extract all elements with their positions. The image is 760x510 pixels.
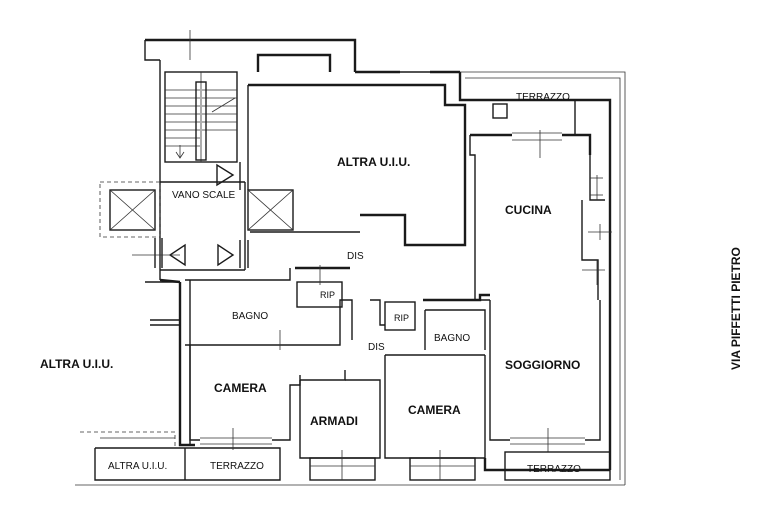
room-label-vano-scale: VANO SCALE: [172, 190, 235, 201]
room-label-armadi: ARMADI: [310, 414, 358, 428]
armadi-area: [299, 370, 381, 481]
room-label-dis-lower: DIS: [368, 342, 385, 353]
bagno-right-area: [370, 293, 490, 356]
elevator-right: [247, 189, 294, 231]
room-label-bagno-left: BAGNO: [232, 311, 268, 322]
room-label-altra-uiu-left: ALTRA U.I.U.: [40, 357, 113, 371]
room-labels: ALTRA U.I.U. ALTRA U.I.U. ALTRA U.I.U. T…: [40, 92, 743, 475]
room-label-camera-left: CAMERA: [214, 381, 267, 395]
room-label-camera-right: CAMERA: [408, 403, 461, 417]
elevator-left: [109, 189, 156, 231]
room-label-altra-uiu-bottom: ALTRA U.I.U.: [108, 461, 167, 472]
room-label-cucina: CUCINA: [505, 203, 552, 217]
street-label: VIA PIFFETTI PIETRO: [729, 247, 743, 370]
room-label-terrazzo-top: TERRAZZO: [516, 92, 570, 103]
room-label-terrazzo-bottom-left: TERRAZZO: [210, 461, 264, 472]
camera-right-area: [384, 355, 486, 481]
room-label-dis-upper: DIS: [347, 251, 364, 262]
room-label-altra-uiu-top: ALTRA U.I.U.: [337, 155, 410, 169]
camera-left-area: [189, 345, 301, 450]
soggiorno-area: [489, 300, 611, 481]
room-label-bagno-right: BAGNO: [434, 333, 470, 344]
room-label-terrazzo-bottom-right: TERRAZZO: [527, 464, 581, 475]
stairwell: [99, 30, 294, 271]
room-label-rip-lower: RIP: [394, 313, 409, 323]
stair-steps: [165, 89, 237, 147]
room-label-soggiorno: SOGGIORNO: [505, 358, 580, 372]
cucina-area: [465, 99, 612, 301]
room-label-rip-upper: RIP: [320, 290, 335, 300]
altra-uiu-top-area: [247, 83, 467, 247]
